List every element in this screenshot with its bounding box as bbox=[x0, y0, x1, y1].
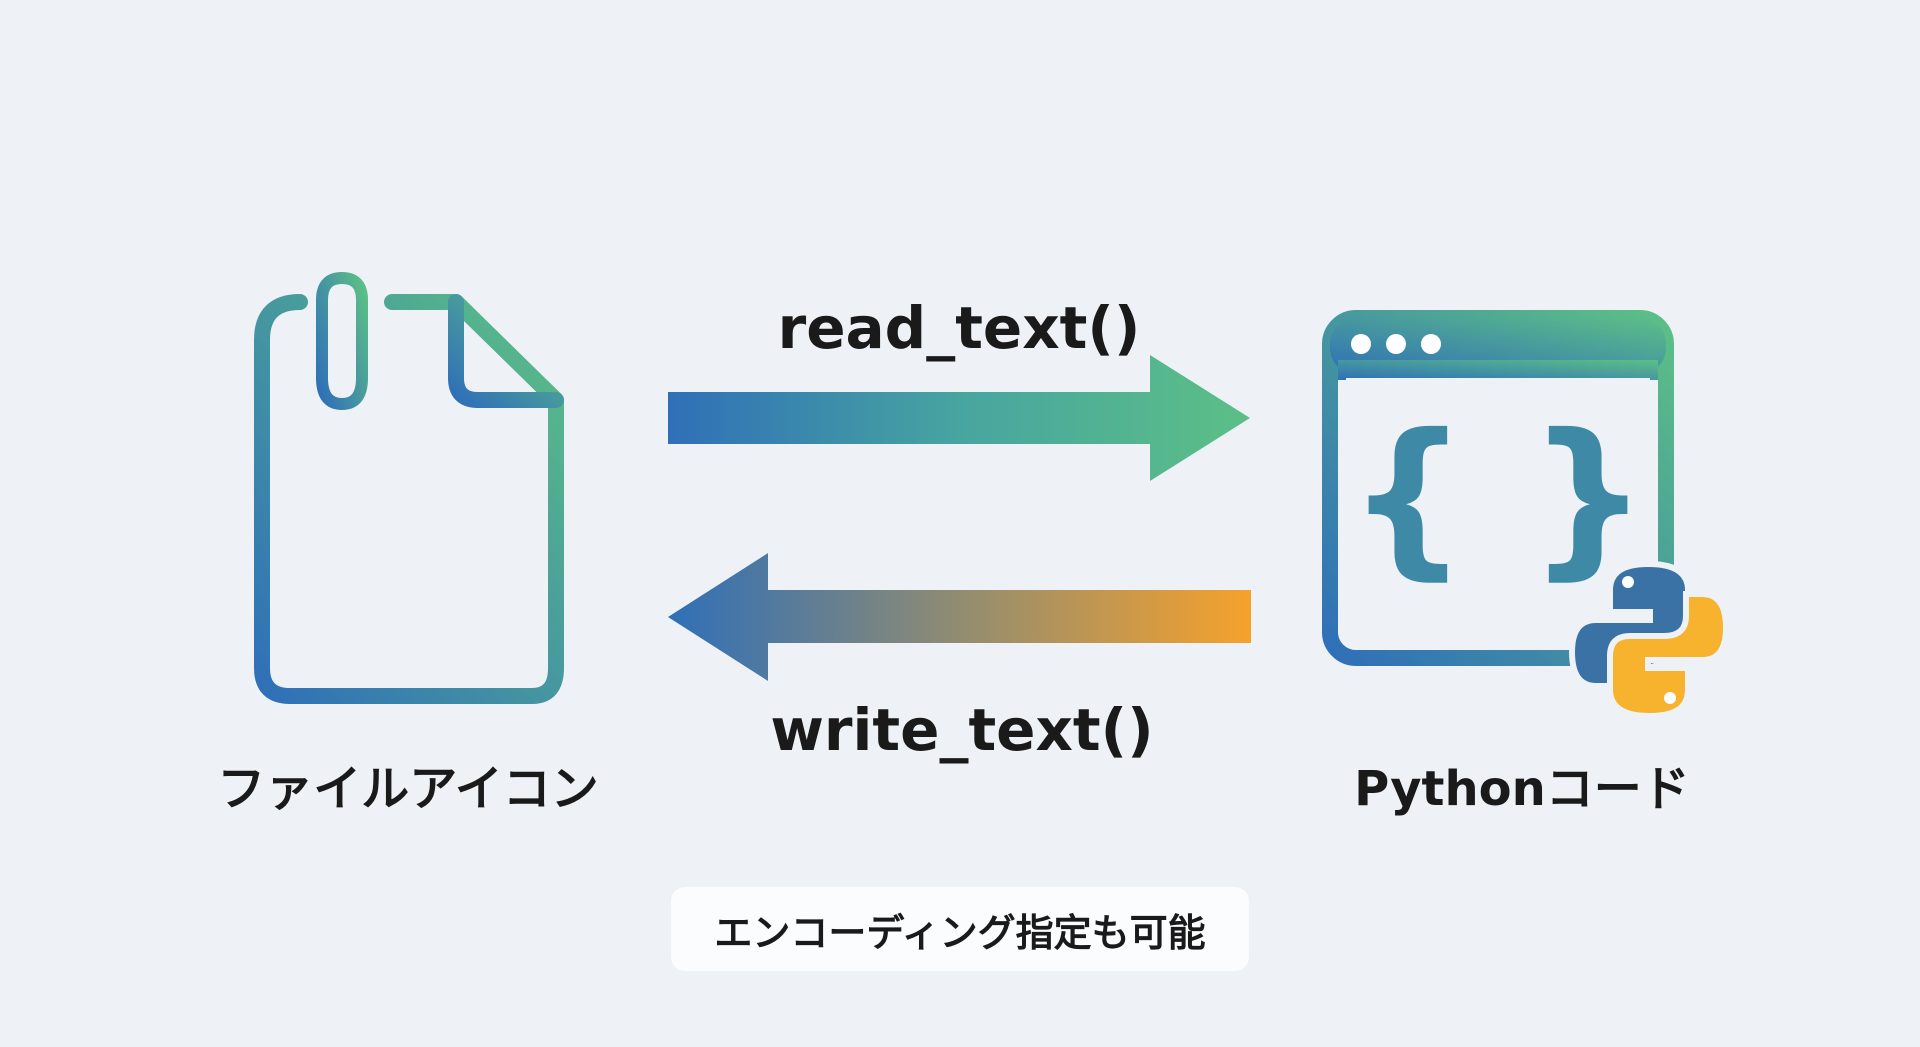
file-caption: ファイルアイコン bbox=[217, 761, 599, 817]
braces-glyph: { } bbox=[1347, 398, 1648, 596]
document-with-paperclip-icon bbox=[254, 254, 564, 704]
read-arrow bbox=[668, 355, 1250, 481]
python-caption: Pythonコード bbox=[1354, 761, 1690, 817]
encoding-note-text: エンコーディング指定も可能 bbox=[714, 910, 1206, 955]
write-arrow bbox=[668, 553, 1251, 681]
write-function-label: write_text() bbox=[770, 696, 1154, 764]
python-logo-icon bbox=[1568, 560, 1730, 720]
encoding-note: エンコーディング指定も可能 bbox=[671, 887, 1249, 971]
code-window-icon: { } bbox=[1322, 310, 1674, 666]
read-function-label: read_text() bbox=[777, 294, 1141, 362]
